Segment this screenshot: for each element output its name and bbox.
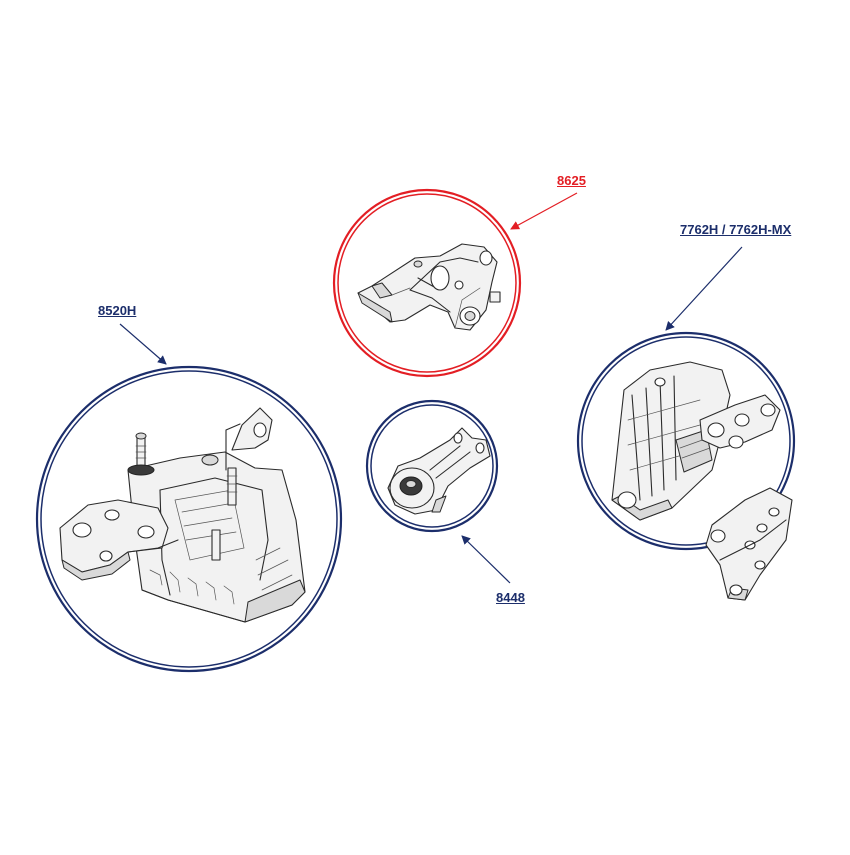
part-label-8625[interactable]: 8625 — [557, 173, 586, 188]
part-label-7762h[interactable]: 7762H / 7762H-MX — [680, 222, 792, 237]
part-8448-illustration — [387, 427, 491, 515]
part-8448-leader-arrow — [461, 535, 511, 584]
part-label-8448[interactable]: 8448 — [496, 590, 525, 605]
part-8448-ring-outer[interactable] — [365, 399, 499, 533]
part-7762h-leader-arrow — [665, 246, 743, 331]
part-7762h-illustration — [611, 361, 793, 601]
part-8625-ring-outer[interactable] — [332, 188, 522, 378]
part-7762h-ring-outer[interactable] — [576, 331, 796, 551]
part-8625-illustration — [357, 243, 501, 331]
part-8448-ring-inner — [370, 404, 494, 528]
part-8520h-group[interactable] — [35, 323, 343, 673]
part-8625-group[interactable] — [332, 188, 578, 378]
part-8625-leader-arrow — [510, 192, 578, 230]
part-label-8520h[interactable]: 8520H — [98, 303, 137, 318]
part-8520h-ring-inner — [40, 370, 338, 668]
part-7762h-group[interactable] — [576, 246, 796, 601]
part-8520h-leader-arrow — [119, 323, 167, 365]
part-7762h-ring-inner — [581, 336, 791, 546]
part-8520h-illustration — [59, 407, 306, 623]
part-8448-group[interactable] — [365, 399, 511, 584]
part-8625-ring-inner — [337, 193, 517, 373]
part-8520h-ring-outer[interactable] — [35, 365, 343, 673]
